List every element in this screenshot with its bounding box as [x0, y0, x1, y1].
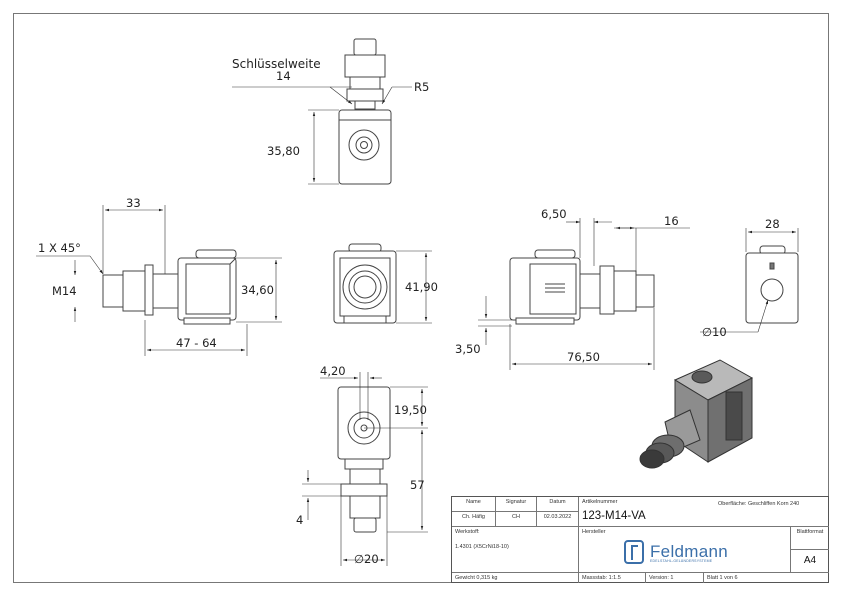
- sheet-number: Blatt 1 von 6: [707, 575, 738, 581]
- dim-bottom-collar: 4: [296, 513, 303, 527]
- dim-bottom-diameter: ∅20: [354, 552, 379, 566]
- dim-front-height: 41,90: [405, 280, 438, 294]
- manufacturer-label: Hersteller: [582, 529, 606, 535]
- dim-bottom-height: 57: [410, 478, 425, 492]
- top-view: [338, 38, 392, 185]
- author-name: Ch. Häfig: [452, 512, 496, 527]
- logo-text: Feldmann: [650, 542, 728, 561]
- feldmann-logo: Feldmann: [624, 540, 728, 564]
- dimension-lines: [36, 86, 799, 566]
- title-block: Name Signatur Datum Ch. Häfig CH 02.03.2…: [451, 496, 829, 583]
- dim-left-width: 33: [126, 196, 141, 210]
- dim-radius: R5: [414, 80, 429, 94]
- drawing-date: 02.03.2022: [537, 512, 579, 527]
- side-view: [745, 245, 799, 324]
- dim-right-length: 76,50: [567, 350, 600, 364]
- dim-bottom-center: 19,50: [394, 403, 427, 417]
- version: Version: 1: [646, 573, 704, 583]
- weight: Gewicht 0,315 kg: [452, 573, 579, 583]
- article-number: 123-M14-VA: [582, 510, 646, 522]
- front-view: [333, 243, 397, 324]
- dim-left-length: 47 - 64: [176, 336, 217, 350]
- dim-right-small: 3,50: [455, 342, 481, 356]
- logo-subtitle: EDELSTAHL-GELÄNDERSYSTEME: [650, 559, 713, 563]
- material-cell: Werkstoff: 1.4301 (X5CrNi18-10): [452, 527, 579, 573]
- feldmann-logo-icon: [624, 540, 644, 564]
- dim-right-offset-b: 16: [664, 214, 679, 228]
- dim-right-offset-a: 6,50: [541, 207, 567, 221]
- dim-chamfer: 1 X 45°: [38, 241, 81, 255]
- dim-bottom-offset: 4,20: [320, 364, 346, 378]
- article-cell: Artikelnummer 123-M14-VA: [579, 497, 829, 527]
- material-label: Werkstoff:: [455, 529, 480, 535]
- header-datum: Datum: [537, 497, 579, 512]
- surface-finish: Oberfläche: Geschliffen Korn 240: [718, 501, 800, 507]
- material-value: 1.4301 (X5CrNi18-10): [455, 544, 509, 550]
- dim-thread: M14: [52, 284, 77, 298]
- format-value: A4: [791, 550, 829, 573]
- manufacturer-cell: Hersteller: [579, 527, 791, 573]
- dim-top-height: 35,80: [267, 144, 300, 158]
- drawing-sheet-border: [13, 13, 829, 583]
- dim-side-width: 28: [765, 217, 780, 231]
- dim-left-height: 34,60: [241, 283, 274, 297]
- right-view: [509, 249, 655, 325]
- article-label: Artikelnummer: [582, 499, 618, 505]
- dim-hole-diameter: ∅10: [702, 325, 727, 339]
- dim-wrench-label: Schlüsselweite: [232, 57, 321, 71]
- dim-wrench-value: 14: [276, 69, 291, 83]
- bottom-view: [337, 386, 391, 533]
- isometric-view: [639, 359, 754, 469]
- header-name: Name: [452, 497, 496, 512]
- format-label: Blattformat: [791, 527, 829, 550]
- left-view: [102, 249, 237, 325]
- scale: Massstab: 1:1.5: [579, 573, 646, 583]
- author-signature: CH: [496, 512, 537, 527]
- header-signatur: Signatur: [496, 497, 537, 512]
